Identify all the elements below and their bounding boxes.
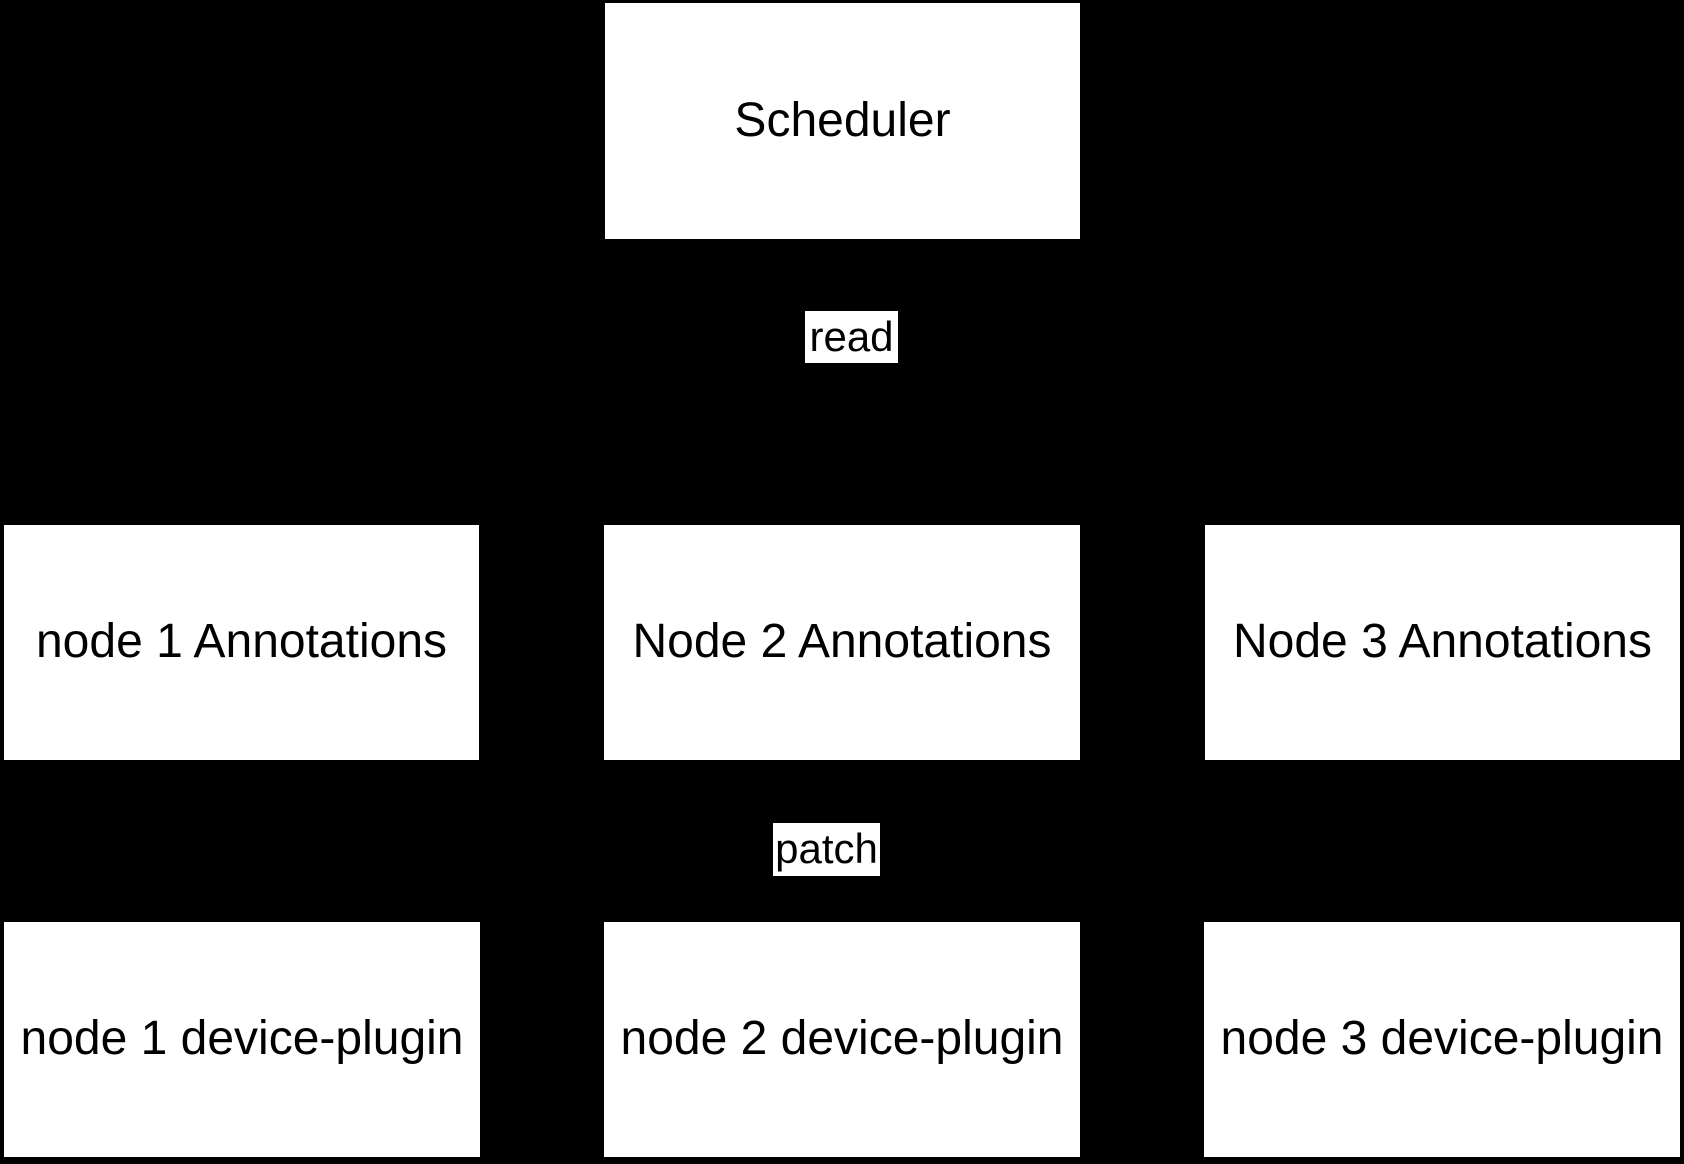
scheduler-node: Scheduler: [605, 3, 1080, 239]
edge-label-patch: patch: [773, 823, 880, 876]
node-1-annotations-box: node 1 Annotations: [4, 525, 479, 760]
edge-label-read: read: [805, 311, 898, 363]
node-3-device-plugin-box: node 3 device-plugin: [1204, 922, 1680, 1157]
node-3-annotations-box: Node 3 Annotations: [1205, 525, 1680, 760]
node-1-device-plugin-box: node 1 device-plugin: [4, 922, 480, 1157]
node-2-device-plugin-box: node 2 device-plugin: [604, 922, 1080, 1157]
node-2-annotations-box: Node 2 Annotations: [604, 525, 1080, 760]
